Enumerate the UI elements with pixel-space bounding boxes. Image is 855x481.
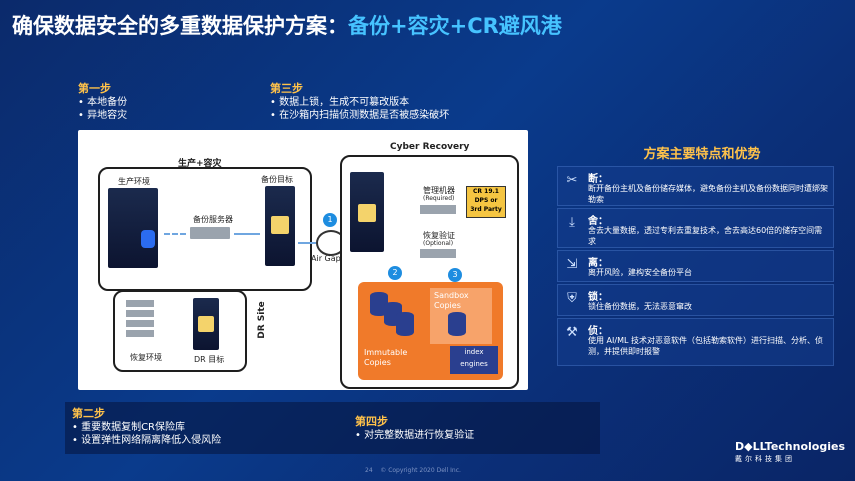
step1-block: 第一步 本地备份 异地容灾 [78, 80, 127, 122]
features-panel-title: 方案主要特点和优势 [643, 147, 761, 162]
verify-server-icon [420, 249, 456, 258]
sandbox-box: Sandbox Copies [430, 288, 492, 344]
disk-icon [141, 230, 155, 248]
feature-3-head: 离： [588, 258, 608, 269]
air-gap-label: Air Gap [311, 254, 341, 263]
restore-verify-label: 恢复验证 [423, 231, 455, 240]
restore-server-icon [126, 300, 154, 340]
step-badge-2: 2 [388, 266, 402, 280]
cr-badge-line-1: CR 19.1 [473, 188, 499, 195]
vault-storage-icon [350, 172, 384, 252]
feature-4-text: 锁住备份数据，无法恶意窜改 [588, 302, 692, 311]
backup-target-icon [265, 186, 295, 266]
feature-5-head: 侦： [588, 326, 608, 337]
footer: 24 © Copyright 2020 Dell Inc. [365, 467, 461, 474]
step1-line-2: 异地容灾 [78, 109, 127, 122]
step2-line-1: 重要数据复制CR保险库 [72, 421, 221, 434]
mgmt-required-label: (Required) [423, 195, 455, 202]
step4-block: 第四步 对完整数据进行恢复验证 [355, 413, 474, 442]
dr-target-icon [193, 298, 219, 350]
feature-2-head: 舍： [588, 216, 608, 227]
dell-logo: D◆LLTechnologies [735, 440, 846, 453]
feature-4-head: 锁： [588, 292, 608, 303]
copyright: © Copyright 2020 Dell Inc. [380, 467, 461, 474]
disk-icon-3 [396, 312, 414, 336]
step4-heading: 第四步 [355, 415, 388, 428]
immutable-copies-label: Copies [364, 358, 391, 367]
lock-icon [271, 216, 289, 234]
arrow-left [164, 233, 186, 235]
feature-3-text: 离开风险，建构安全备份平台 [588, 268, 692, 277]
feature-1-text: 断开备份主机及备份储存媒体，避免备份主机及备份数据同时遭绑架勒索 [588, 184, 828, 204]
mgmt-host-label: 管理机器 [423, 186, 455, 195]
arrow-right [234, 233, 260, 235]
immutable-label: Immutable [364, 348, 408, 357]
vault-sandbox-area: Sandbox Copies Immutable Copies index en… [358, 282, 503, 380]
exit-icon: ⇲ [566, 257, 578, 272]
lock-icon-dr [198, 316, 214, 332]
step3-line-1: 数据上锁，生成不可篡改版本 [270, 96, 449, 109]
title-main: 确保数据安全的多重数据保护方案： [12, 14, 348, 38]
step1-heading: 第一步 [78, 82, 111, 95]
tools-icon: ⚒ [566, 325, 578, 340]
feature-card-5: ⚒ 侦： 使用 AI/ML 技术对恶意软件（包括勒索软件）进行扫描、分析、侦测，… [557, 318, 834, 366]
step4-line-1: 对完整数据进行恢复验证 [355, 429, 474, 442]
disk-icon-1 [370, 292, 388, 316]
cr-badge-line-3: 3rd Party [470, 206, 502, 213]
shield-icon: ⛨ [567, 291, 577, 306]
step2-line-2: 设置弹性网络隔离降低入侵风险 [72, 434, 221, 447]
immutable-disk-stack [370, 292, 414, 344]
step3-block: 第三步 数据上锁，生成不可篡改版本 在沙箱内扫描侦测数据是否被感染破坏 [270, 80, 449, 122]
step-badge-3: 3 [448, 268, 462, 282]
dr-target-label: DR 目标 [194, 355, 225, 364]
download-icon: ⤓ [569, 215, 575, 230]
step-badge-1: 1 [323, 213, 337, 227]
feature-1-head: 断： [588, 174, 608, 185]
feature-card-4: ⛨ 锁： 锁住备份数据，无法恶意窜改 [557, 284, 834, 316]
cyber-recovery-title: Cyber Recovery [390, 142, 470, 152]
backup-server-label: 备份服务器 [193, 215, 233, 224]
title-accent: 备份+容灾+CR避风港 [348, 14, 562, 38]
unlink-icon: ✂ [566, 173, 578, 188]
step3-line-2: 在沙箱内扫描侦测数据是否被感染破坏 [270, 109, 449, 122]
index-logo-line-1: index [464, 348, 484, 356]
airgap-link-left [298, 242, 316, 244]
prod-dr-title: 生产+容灾 [178, 159, 222, 169]
sandbox-disk-icon [448, 312, 466, 336]
feature-card-3: ⇲ 离： 离开风险，建构安全备份平台 [557, 250, 834, 282]
feature-5-text: 使用 AI/ML 技术对恶意软件（包括勒索软件）进行扫描、分析、侦测，并提供即时… [588, 336, 823, 356]
index-engines-logo: index engines [450, 346, 498, 374]
dr-site-label: DR Site [256, 301, 267, 339]
sandbox-label: Sandbox [434, 291, 469, 300]
production-storage-icon [108, 188, 158, 268]
feature-2-text: 舍去大量数据，透过专利去重复技术，舍去高达60倍的储存空间需求 [588, 226, 823, 246]
feature-card-2: ⤓ 舍： 舍去大量数据，透过专利去重复技术，舍去高达60倍的储存空间需求 [557, 208, 834, 248]
lock-icon-vault [358, 204, 376, 222]
architecture-diagram: 生产+容灾 生产环境 备份目标 备份服务器 DR Site 恢复环境 DR 目标… [78, 130, 528, 390]
cr-badge: CR 19.1 DPS or 3rd Party [466, 186, 506, 218]
page-number: 24 [365, 467, 373, 474]
mgmt-server-icon [420, 205, 456, 214]
step2-heading: 第二步 [72, 407, 105, 420]
backup-target-label: 备份目标 [261, 175, 293, 184]
sandbox-copies-label: Copies [434, 301, 461, 310]
page-title: 确保数据安全的多重数据保护方案：备份+容灾+CR避风港 [12, 10, 562, 40]
dell-subtitle: 戴尔科技集团 [735, 455, 795, 463]
step1-line-1: 本地备份 [78, 96, 127, 109]
restore-env-label: 恢复环境 [130, 353, 162, 362]
step3-heading: 第三步 [270, 82, 303, 95]
feature-card-1: ✂ 断： 断开备份主机及备份储存媒体，避免备份主机及备份数据同时遭绑架勒索 [557, 166, 834, 206]
index-logo-line-2: engines [460, 360, 488, 368]
step2-block: 第二步 重要数据复制CR保险库 设置弹性网络隔离降低入侵风险 [72, 405, 221, 447]
restore-optional-label: (Optional) [423, 240, 454, 247]
prod-env-label: 生产环境 [118, 177, 150, 186]
cr-badge-line-2: DPS or [474, 197, 498, 204]
server-icon [190, 227, 230, 239]
